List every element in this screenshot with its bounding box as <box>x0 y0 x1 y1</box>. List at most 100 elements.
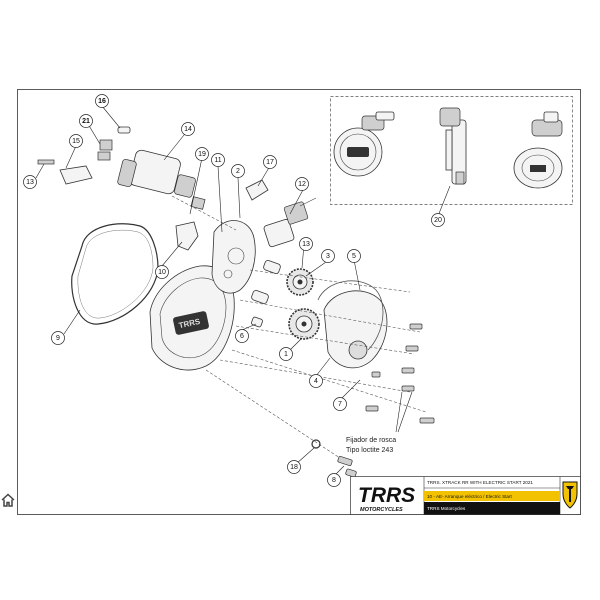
callout-label: 13 <box>302 241 310 248</box>
callout-label: 10 <box>158 269 166 276</box>
starter-link <box>59 165 93 185</box>
spacer-block-2 <box>97 151 111 161</box>
assembled-view-front <box>333 111 395 177</box>
section-name: 10 - AE- Arranque eléctrico / Electric S… <box>427 494 512 499</box>
company-name: TRRS Motorcycles <box>427 506 466 511</box>
callout-circle <box>431 213 445 227</box>
callout-18: 18 <box>287 460 301 474</box>
callout-15: 15 <box>69 134 83 148</box>
idler-gear-upper <box>286 268 314 296</box>
callout-1: 1 <box>279 347 293 361</box>
cover-screws <box>365 323 435 424</box>
brand-logo-sub: MOTORCYCLES <box>360 507 403 513</box>
callout-circle <box>327 473 341 487</box>
callout-4: 4 <box>309 374 323 388</box>
callout-19: 19 <box>195 147 209 161</box>
callout-circle <box>79 114 93 128</box>
callout-circle <box>287 460 301 474</box>
callout-label: 19 <box>198 151 206 158</box>
note-leader <box>395 391 413 433</box>
callout-6: 6 <box>235 329 249 343</box>
callout-13: 13 <box>23 175 37 189</box>
ignition-cover: TRRS <box>149 265 235 371</box>
model-name: TRRS. XTRACK RR WITH ELECTRIC START 2021 <box>427 480 533 485</box>
callout-7: 7 <box>333 397 347 411</box>
callout-16: 16 <box>95 94 109 108</box>
callout-label: 21 <box>82 118 90 125</box>
gear-cover-gasket <box>317 280 384 351</box>
relay-bracket <box>245 179 269 201</box>
callout-8: 8 <box>327 473 341 487</box>
bushing-small <box>251 316 263 328</box>
assembled-view-iso <box>513 111 563 189</box>
callout-13: 13 <box>299 237 313 251</box>
callout-circle <box>95 94 109 108</box>
callout-leaders <box>35 105 451 475</box>
callout-circle <box>321 249 335 263</box>
callout-circle <box>181 122 195 136</box>
callout-label: 20 <box>434 217 442 224</box>
starter-motor <box>117 149 206 210</box>
home-icon <box>1 493 15 507</box>
threadlocker-note-line1: Fijador de rosca <box>346 437 396 444</box>
brand-logo: TRRS <box>358 484 415 507</box>
callout-3: 3 <box>321 249 335 263</box>
callout-label: 15 <box>72 138 80 145</box>
bushing-upper <box>263 260 281 274</box>
callout-circle <box>211 153 225 167</box>
callout-14: 14 <box>181 122 195 136</box>
starter-lower-bracket <box>175 221 199 251</box>
callout-circle <box>263 155 277 169</box>
home-button[interactable] <box>0 492 16 508</box>
callout-label: 16 <box>98 98 106 105</box>
callout-17: 17 <box>263 155 277 169</box>
gear-cover <box>323 290 388 369</box>
callout-label: 2 <box>236 168 240 175</box>
title-block: TRRS. XTRACK RR WITH ELECTRIC START 2021… <box>350 476 581 515</box>
callout-circle <box>333 397 347 411</box>
callout-circle <box>235 329 249 343</box>
cover-gasket <box>71 223 159 325</box>
callout-label: 13 <box>26 179 34 186</box>
assembled-views-box <box>330 96 573 205</box>
sealing-washer <box>311 439 321 449</box>
callout-12: 12 <box>295 177 309 191</box>
callout-circle <box>295 177 309 191</box>
callout-circle <box>299 237 313 251</box>
starter-relay <box>263 197 317 248</box>
callout-9: 9 <box>51 331 65 345</box>
callout-20: 20 <box>431 213 445 227</box>
callout-label: 6 <box>240 333 244 340</box>
callout-2: 2 <box>231 164 245 178</box>
callout-label: 5 <box>352 253 356 260</box>
callout-circle <box>69 134 83 148</box>
drawing-border <box>17 89 581 515</box>
company-bar <box>424 502 560 515</box>
starter-bracket <box>211 220 256 294</box>
threadlocker-note-line2: Tipo loctite 243 <box>346 447 393 454</box>
spacer-block <box>99 139 113 151</box>
callout-label: 17 <box>266 159 274 166</box>
callout-circle <box>231 164 245 178</box>
callout-label: 11 <box>214 157 221 164</box>
callout-10: 10 <box>155 265 169 279</box>
callout-11: 11 <box>211 153 225 167</box>
callout-label: 14 <box>184 126 192 133</box>
dowel-pin <box>117 126 131 134</box>
bushing-lower <box>251 290 269 304</box>
callout-5: 5 <box>347 249 361 263</box>
callout-circle <box>279 347 293 361</box>
callout-label: 9 <box>56 335 60 342</box>
section-bar <box>424 491 560 501</box>
callout-21: 21 <box>79 114 93 128</box>
callout-circle <box>309 374 323 388</box>
assembled-view-side <box>439 107 467 185</box>
drain-bolt <box>337 456 353 466</box>
callout-label: 1 <box>284 351 288 358</box>
callout-circle <box>51 331 65 345</box>
callout-label: 12 <box>298 181 306 188</box>
starter-bolt <box>37 159 55 165</box>
drain-bolt-2 <box>345 468 357 478</box>
